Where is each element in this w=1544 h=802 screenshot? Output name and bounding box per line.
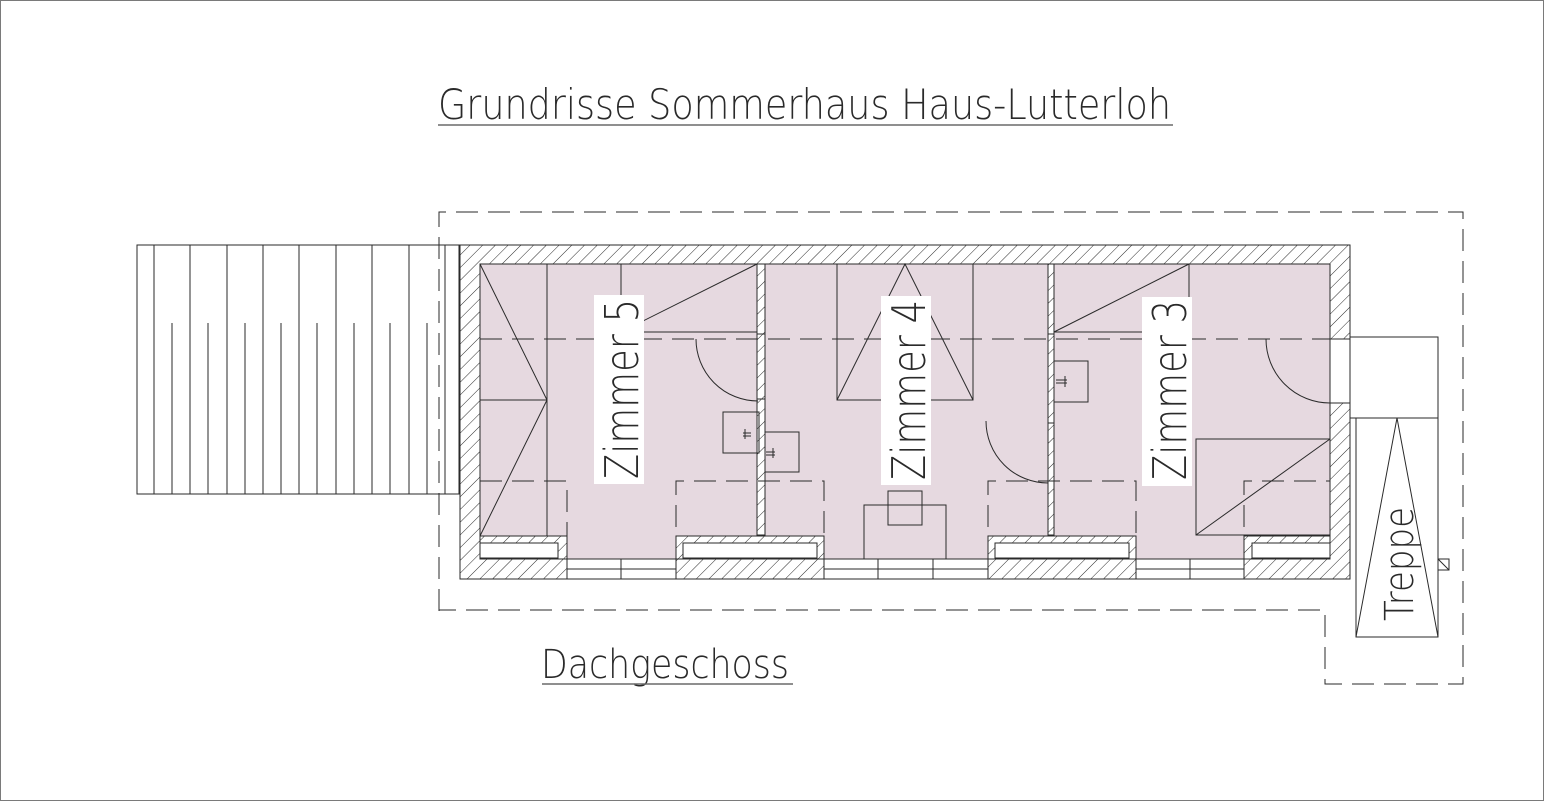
drawing-title: Grundrisse Sommerhaus Haus-Lutterloh	[438, 80, 1173, 129]
room-label-zimmer-4: Zimmer 4	[881, 296, 936, 485]
deck	[136, 244, 460, 495]
roof-outline	[438, 211, 1464, 685]
stair-label: Treppe	[1377, 507, 1423, 621]
floor-label-text: Dachgeschoss	[541, 642, 789, 688]
room-label-zimmer-3: Zimmer 3	[1142, 297, 1197, 486]
windows-bottom	[479, 535, 1331, 580]
room-name: Zimmer 5	[595, 299, 649, 479]
room-name: Zimmer 3	[1143, 300, 1197, 480]
staircase	[1349, 336, 1450, 638]
floor-label: Dachgeschoss	[541, 642, 793, 688]
stair-label-text: Treppe	[1377, 507, 1423, 621]
title-text: Grundrisse Sommerhaus Haus-Lutterloh	[438, 80, 1171, 129]
room-name: Zimmer 4	[882, 300, 936, 480]
room-label-zimmer-5: Zimmer 5	[594, 295, 649, 484]
